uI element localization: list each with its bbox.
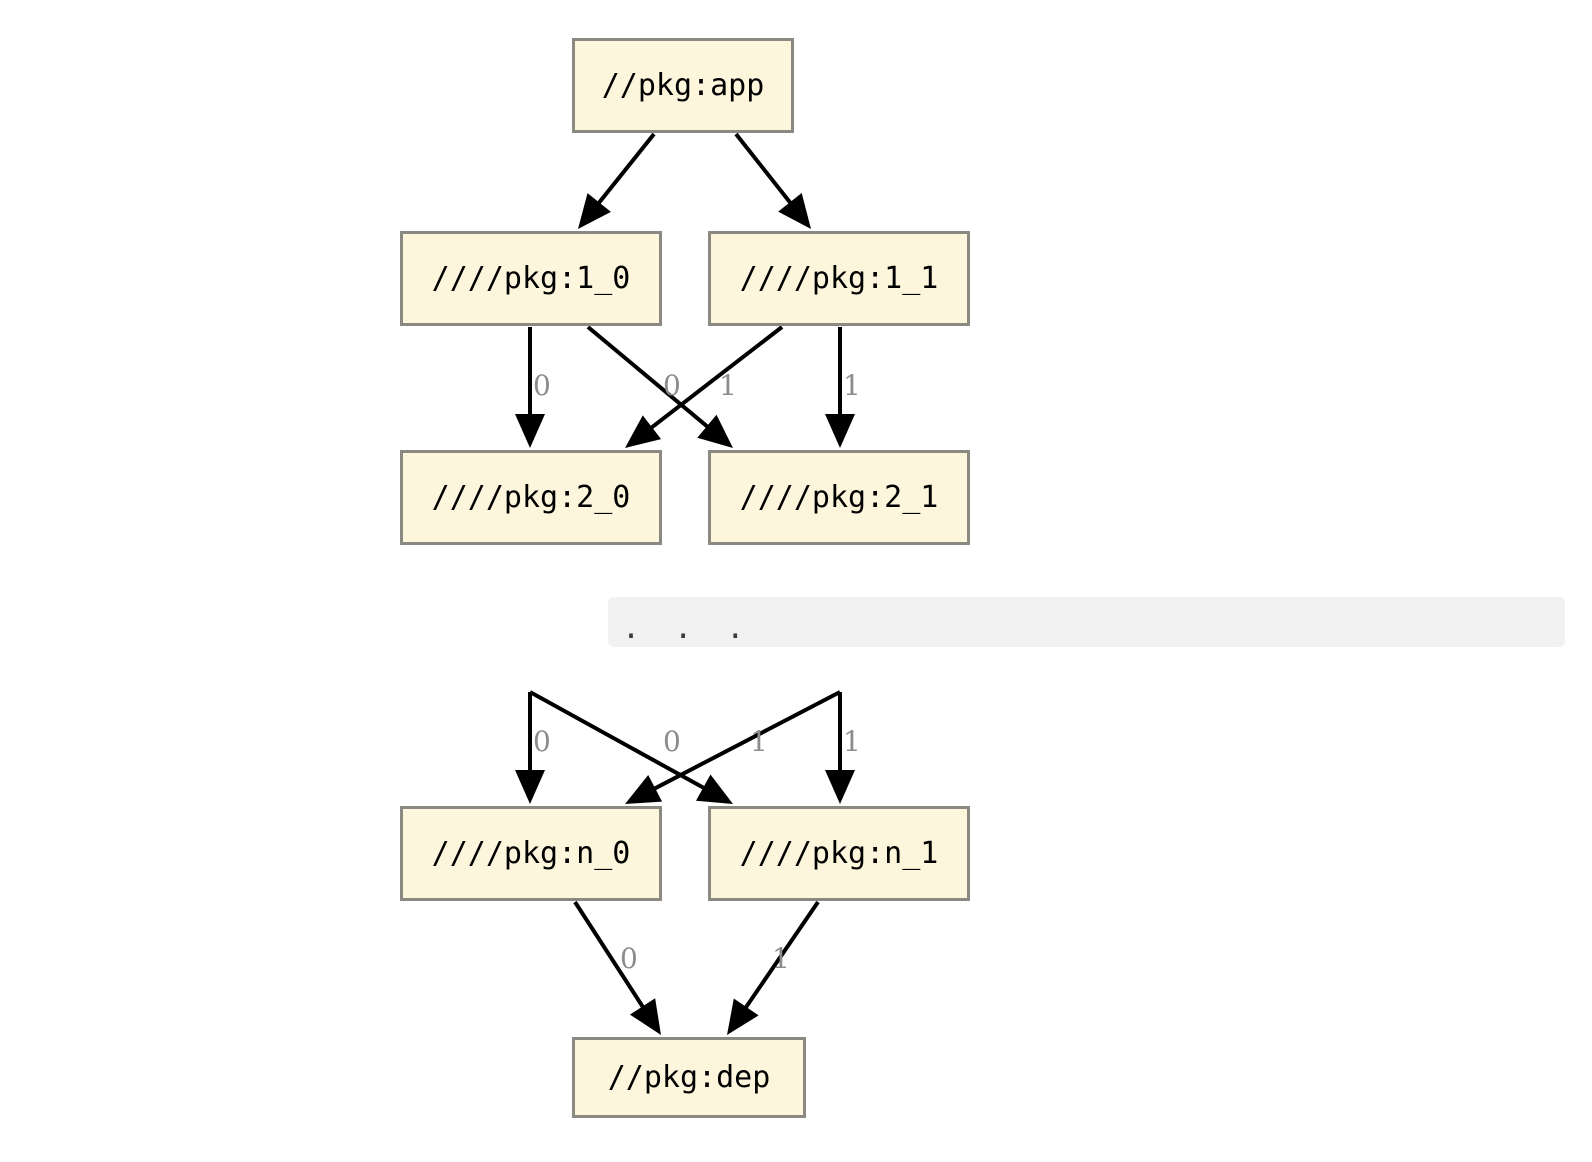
arrow-head-e-n_0-dep <box>629 998 661 1035</box>
edge-label-e-x-n_1: 0 <box>663 725 681 758</box>
node-n2_1[interactable]: ////pkg:2_1 <box>708 450 970 545</box>
node-app[interactable]: //pkg:app <box>572 38 794 133</box>
arrow-head-e-y-n_0 <box>625 774 663 804</box>
node-nn_0[interactable]: ////pkg:n_0 <box>400 806 662 901</box>
edge-line-e-app-1_0 <box>593 132 656 209</box>
arrow-head-e-y-n_1 <box>825 770 855 804</box>
node-label: ////pkg:n_0 <box>431 836 631 871</box>
node-label: ////pkg:1_1 <box>739 261 939 296</box>
edge-label-e-1_1-2_0: 1 <box>719 369 737 402</box>
edge-line-e-n_0-dep <box>573 900 648 1013</box>
arrow-head-e-n_1-dep <box>727 998 759 1035</box>
node-n1_1[interactable]: ////pkg:1_1 <box>708 231 970 326</box>
edges-group <box>515 132 855 1035</box>
node-n2_0[interactable]: ////pkg:2_0 <box>400 450 662 545</box>
node-label: ////pkg:1_0 <box>431 261 631 296</box>
node-n1_0[interactable]: ////pkg:1_0 <box>400 231 662 326</box>
edge-label-e-y-n_1: 1 <box>843 725 861 758</box>
edge-line-e-1_1-2_0 <box>645 325 784 433</box>
edge-label-e-x-n_0: 0 <box>533 725 551 758</box>
arrow-head-e-app-1_1 <box>778 193 811 229</box>
arrow-head-e-x-n_0 <box>515 770 545 804</box>
edge-label-e-n_0-dep: 0 <box>620 942 638 975</box>
edge-label-e-n_1-dep: 1 <box>772 942 790 975</box>
edge-label-e-y-n_0: 1 <box>750 725 768 758</box>
ellipsis-text: . . . <box>622 611 753 646</box>
node-label: ////pkg:2_0 <box>431 480 631 515</box>
arrow-head-e-1_0-2_0 <box>515 414 545 448</box>
node-dep[interactable]: //pkg:dep <box>572 1037 806 1118</box>
ellipsis-band: . . . <box>608 597 1565 647</box>
arrow-head-e-x-n_1 <box>695 774 733 804</box>
arrow-head-e-app-1_0 <box>578 193 611 229</box>
edge-label-e-1_1-2_1: 1 <box>843 369 861 402</box>
edge-label-e-1_0-2_0: 0 <box>533 369 551 402</box>
edge-line-e-1_0-2_1 <box>586 325 713 432</box>
edge-line-e-n_1-dep <box>741 900 820 1014</box>
edge-line-e-y-n_0 <box>648 690 841 793</box>
node-nn_1[interactable]: ////pkg:n_1 <box>708 806 970 901</box>
node-label: ////pkg:n_1 <box>739 836 939 871</box>
edge-line-e-app-1_1 <box>734 132 796 209</box>
arrow-head-e-1_1-2_1 <box>825 414 855 448</box>
edge-label-e-1_0-2_1: 0 <box>663 369 681 402</box>
node-label: ////pkg:2_1 <box>739 480 939 515</box>
node-label: //pkg:dep <box>607 1060 771 1095</box>
arrow-head-e-1_0-2_1 <box>697 414 733 448</box>
node-label: //pkg:app <box>601 68 765 103</box>
arrow-head-e-1_1-2_0 <box>625 415 662 448</box>
